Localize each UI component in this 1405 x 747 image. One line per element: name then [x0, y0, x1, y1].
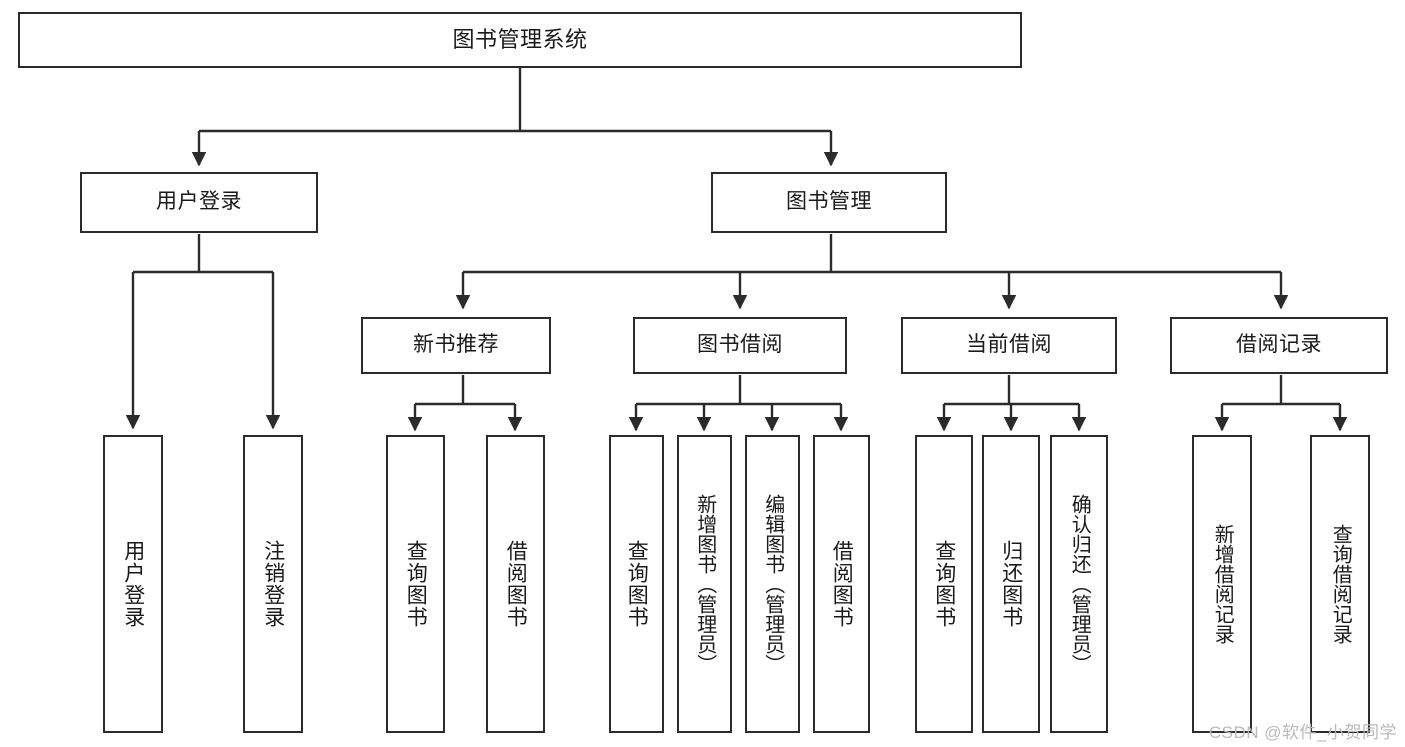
node-leaf-query-book-2-label: 查询图书	[625, 540, 649, 628]
node-leaf-add-book[interactable]: 新增图书（管理员）	[677, 435, 732, 733]
node-book-manage[interactable]: 图书管理	[711, 172, 947, 233]
node-leaf-query-book-2[interactable]: 查询图书	[609, 435, 664, 733]
node-leaf-query-record[interactable]: 查询借阅记录	[1310, 435, 1370, 733]
node-leaf-add-record-label: 新增借阅记录	[1211, 524, 1234, 644]
node-current-borrow-label: 当前借阅	[966, 333, 1052, 357]
node-leaf-confirm-return-label: 确认归还（管理员）	[1068, 494, 1091, 674]
node-new-book-recommend[interactable]: 新书推荐	[361, 317, 551, 374]
node-leaf-user-login[interactable]: 用户登录	[103, 435, 163, 733]
watermark-text: CSDN @软件_小贺同学	[1208, 723, 1397, 742]
node-leaf-return-book[interactable]: 归还图书	[982, 435, 1040, 733]
node-leaf-edit-book[interactable]: 编辑图书（管理员）	[745, 435, 800, 733]
node-leaf-add-record[interactable]: 新增借阅记录	[1192, 435, 1252, 733]
node-leaf-borrow-book-2[interactable]: 借阅图书	[813, 435, 870, 733]
node-book-manage-label: 图书管理	[786, 190, 872, 214]
node-leaf-user-login-label: 用户登录	[121, 540, 145, 628]
node-current-borrow[interactable]: 当前借阅	[901, 317, 1117, 374]
node-leaf-add-book-label: 新增图书（管理员）	[693, 494, 716, 674]
node-root-label: 图书管理系统	[452, 27, 588, 53]
node-leaf-query-book-3-label: 查询图书	[932, 540, 956, 628]
node-leaf-borrow-book-1[interactable]: 借阅图书	[486, 435, 545, 733]
node-leaf-user-logout[interactable]: 注销登录	[243, 435, 303, 733]
node-leaf-user-logout-label: 注销登录	[261, 540, 285, 628]
node-leaf-query-book-1-label: 查询图书	[404, 540, 428, 628]
node-leaf-query-record-label: 查询借阅记录	[1329, 524, 1352, 644]
node-leaf-edit-book-label: 编辑图书（管理员）	[761, 494, 784, 674]
node-root[interactable]: 图书管理系统	[18, 12, 1022, 68]
node-user-login[interactable]: 用户登录	[80, 172, 318, 233]
node-leaf-return-book-label: 归还图书	[999, 540, 1023, 628]
node-leaf-query-book-3[interactable]: 查询图书	[915, 435, 973, 733]
node-leaf-borrow-book-2-label: 借阅图书	[830, 540, 854, 628]
node-book-borrow-label: 图书借阅	[697, 333, 783, 357]
node-leaf-borrow-book-1-label: 借阅图书	[504, 540, 528, 628]
node-leaf-confirm-return[interactable]: 确认归还（管理员）	[1050, 435, 1108, 733]
node-book-borrow[interactable]: 图书借阅	[633, 317, 847, 374]
node-new-book-recommend-label: 新书推荐	[413, 333, 499, 357]
node-borrow-record-label: 借阅记录	[1236, 333, 1322, 357]
node-user-login-label: 用户登录	[156, 190, 242, 214]
node-leaf-query-book-1[interactable]: 查询图书	[386, 435, 445, 733]
node-borrow-record[interactable]: 借阅记录	[1170, 317, 1388, 374]
